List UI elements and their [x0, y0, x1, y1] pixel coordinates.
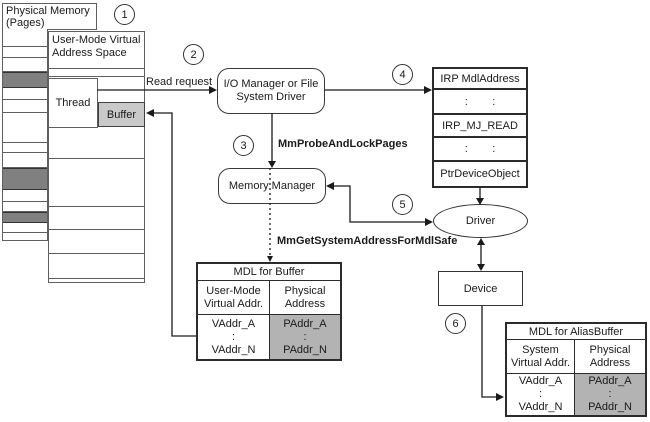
irp-mj-read-cell: IRP_MJ_READ — [434, 115, 526, 138]
mdl-aliasbuffer-table: MDL for AliasBuffer System Virtual Addr.… — [505, 322, 647, 417]
memory-page — [3, 29, 47, 47]
device-box: Device — [438, 271, 523, 306]
irp-ellipsis-cell: : : — [434, 90, 526, 115]
irp-ellipsis-cell: : : — [434, 138, 526, 162]
address-region-divider — [49, 229, 144, 230]
memory-page — [3, 223, 47, 233]
arrowhead-probe — [268, 161, 276, 168]
memory-page-locked — [3, 212, 47, 223]
memory-page — [3, 47, 47, 58]
read-request-label: Read request — [146, 76, 213, 88]
thread-box: Thread — [48, 78, 98, 128]
irp-ptrdeviceobject-cell: PtrDeviceObject — [440, 168, 520, 180]
user-space-title: User-Mode Virtual Address Space — [52, 34, 141, 59]
step-circle-2: 2 — [183, 44, 204, 65]
physical-memory-column — [2, 29, 48, 241]
memory-page — [3, 143, 47, 153]
physical-memory-label: Physical Memory (Pages) — [2, 3, 97, 30]
irp-structure: IRP MdlAddress : : IRP_MJ_READ : : PtrDe… — [432, 67, 528, 188]
address-region-divider — [49, 206, 144, 207]
memory-page — [3, 202, 47, 212]
mdl-buffer-table: MDL for Buffer User-Mode Virtual Addr. P… — [196, 262, 342, 361]
memory-page-locked — [3, 168, 47, 190]
address-region-divider — [49, 68, 144, 69]
user-space-box — [48, 31, 145, 283]
memory-page — [3, 88, 47, 100]
memory-page — [3, 153, 47, 168]
address-region-divider — [49, 278, 144, 279]
arrowhead-into-aliasbuffer — [496, 393, 504, 401]
mdl-aliasbuffer-paddr-cell: PAddr_A : PAddr_N — [575, 374, 645, 415]
memory-page — [3, 58, 47, 72]
step-circle-6: 6 — [445, 313, 466, 334]
arrowhead-driver-to-device — [477, 264, 485, 271]
mdl-buffer-virtual-header: User-Mode Virtual Addr. — [198, 281, 270, 314]
mdl-aliasbuffer-physical-header: Physical Address — [589, 343, 631, 369]
memory-page — [3, 190, 47, 202]
memory-page — [3, 100, 47, 113]
arrowhead-into-memory-manager — [326, 182, 334, 190]
memory-page — [3, 113, 47, 143]
mdl-aliasbuffer-title: MDL for AliasBuffer — [507, 324, 645, 340]
address-region-divider — [49, 158, 144, 159]
irp-mdladdress-cell: IRP MdlAddress — [434, 69, 526, 90]
step-circle-4: 4 — [392, 64, 413, 85]
mdl-aliasbuffer-virtual-header: System Virtual Addr. — [507, 340, 575, 373]
memory-manager-box: Memory Manager — [218, 168, 326, 204]
mdl-buffer-physical-header: Physical Address — [284, 284, 326, 310]
address-region-divider — [49, 76, 144, 77]
buffer-box: Buffer — [98, 102, 145, 127]
arrow-device-to-alias-elbow — [481, 306, 496, 398]
step-circle-1: 1 — [114, 4, 135, 25]
get-system-address-label: MmGetSystemAddressForMdlSafe — [277, 235, 458, 247]
memory-page-locked — [3, 72, 47, 88]
io-manager-box: I/O Manager or File System Driver — [217, 68, 325, 114]
mdl-buffer-paddr-cell: PAddr_A : PAddr_N — [270, 315, 340, 359]
driver-ellipse: Driver — [433, 204, 528, 238]
arrowhead-io-to-irp — [424, 86, 432, 94]
arrow-mdl-to-buffer-elbow — [153, 112, 196, 337]
mdl-buffer-title: MDL for Buffer — [198, 264, 340, 281]
address-region-divider — [49, 253, 144, 254]
arrowhead-into-buffer — [146, 109, 154, 117]
probe-and-lock-label: MmProbeAndLockPages — [278, 138, 408, 150]
step-circle-3: 3 — [233, 135, 254, 156]
mdl-buffer-vaddr-cell: VAddr_A : VAddr_N — [198, 315, 270, 359]
arrowhead-device-to-driver — [477, 238, 485, 245]
step-circle-5: 5 — [392, 194, 413, 215]
memory-page — [3, 233, 47, 241]
arrowhead-into-driver — [425, 218, 433, 226]
mdl-aliasbuffer-vaddr-cell: VAddr_A : VAddr_N — [507, 374, 575, 415]
